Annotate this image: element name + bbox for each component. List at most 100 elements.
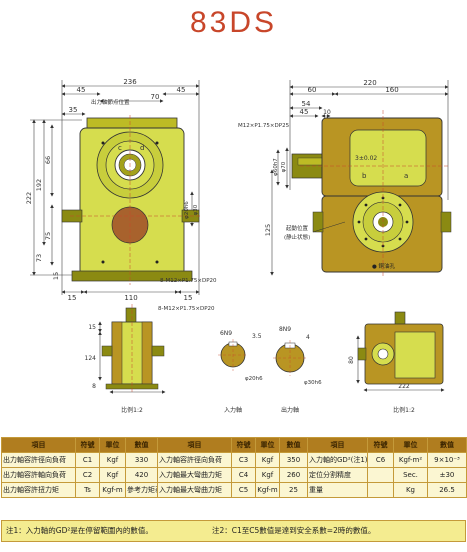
spec-cell: 入力軸最大彎曲力矩 xyxy=(157,467,232,483)
spec-cell: 入力軸容許徑向負荷 xyxy=(157,452,232,468)
small-front-caption: 比例1:2 xyxy=(121,406,143,414)
front-dim-75: 75 xyxy=(44,232,52,240)
spec-cell xyxy=(367,467,394,483)
front-dim-45-right: 45 xyxy=(177,86,186,94)
spec-header: 項目 xyxy=(307,437,368,453)
front-dim-35: 35 xyxy=(69,106,78,114)
spec-header: 數值 xyxy=(125,437,158,453)
model-title: 83DS xyxy=(189,6,278,39)
front-dim-192: 192 xyxy=(35,179,43,191)
side-dim-45: 45 xyxy=(300,108,309,116)
side-letter-a: a xyxy=(404,172,408,180)
front-dim-66: 66 xyxy=(44,156,52,164)
spec-cell: 重量 xyxy=(307,482,368,498)
side-letter-b: b xyxy=(362,172,367,180)
spec-cell: Sec. xyxy=(393,467,428,483)
spec-header: 單位 xyxy=(255,437,280,453)
input-key-depth: 3.5 xyxy=(252,333,262,340)
spec-row: 出力軸容許扭力矩 Ts Kgf-m 參考力矩表 入力軸最大彎曲力矩 C5 Kgf… xyxy=(1,482,467,498)
spec-header: 項目 xyxy=(157,437,232,453)
side-dim-10: 10 xyxy=(323,109,331,116)
spec-cell: 260 xyxy=(279,467,308,483)
side-dim-60: 60 xyxy=(308,86,317,94)
side-dim-phi60h7: φ60h7 xyxy=(273,158,279,176)
front-dim-phi20: φ20h6 xyxy=(184,201,190,219)
spec-header: 符號 xyxy=(75,437,100,453)
side-dim-54: 54 xyxy=(302,100,311,108)
spec-cell: C2 xyxy=(75,467,100,483)
spec-cell: 9×10⁻³ xyxy=(427,452,467,468)
spec-cell: Kgf xyxy=(99,452,126,468)
input-key-6n9: 6N9 xyxy=(220,330,232,337)
spec-cell: 參考力矩表 xyxy=(125,482,158,498)
spec-header: 符號 xyxy=(367,437,394,453)
spec-header: 項目 xyxy=(1,437,76,453)
spec-cell: C1 xyxy=(75,452,100,468)
side-dim-220: 220 xyxy=(363,79,376,87)
output-shaft-label: 出力軸 xyxy=(281,406,299,414)
front-base xyxy=(71,270,193,282)
output-key-depth: 4 xyxy=(306,334,310,341)
side-drive-label-2: (静止状態) xyxy=(284,233,310,241)
spec-cell: 出力軸容許軸向負荷 xyxy=(1,467,76,483)
small-side-caption: 比例1:2 xyxy=(393,406,415,414)
input-shaft-dia: φ20h6 xyxy=(245,376,263,382)
front-dim-45-left: 45 xyxy=(77,86,86,94)
side-drive-label-1: 起動位置 xyxy=(286,224,309,232)
note-2: 注2：C1至C5數值是達到安全系數=2時的數值。 xyxy=(212,526,376,535)
front-dim-70: 70 xyxy=(151,93,160,101)
spec-cell: Kgf-m xyxy=(99,482,126,498)
front-view xyxy=(30,80,200,295)
side-dim-125: 125 xyxy=(264,224,272,236)
side-oil-label: ● 銅油孔 xyxy=(372,262,396,270)
spec-cell: 330 xyxy=(125,452,158,468)
small-front-dim-124: 124 xyxy=(85,355,97,362)
small-side-dim-222: 222 xyxy=(398,383,410,390)
input-shaft-label: 入力軸 xyxy=(224,406,242,414)
spec-header-row: 項目 符號 單位 數值 項目 符號 單位 數值 項目 符號 單位 數值 xyxy=(1,437,467,453)
spec-cell: 26.5 xyxy=(427,482,467,498)
spec-cell: Kg xyxy=(393,482,428,498)
spec-header: 數值 xyxy=(279,437,308,453)
front-indicator-d: d xyxy=(140,144,144,152)
front-dim-222: 222 xyxy=(25,192,33,204)
spec-cell: C5 xyxy=(231,482,256,498)
spec-cell: C4 xyxy=(231,467,256,483)
spec-cell: C3 xyxy=(231,452,256,468)
small-side-dim-80: 80 xyxy=(348,356,355,364)
spec-cell: 出力軸容許徑向負荷 xyxy=(1,452,76,468)
front-pin-label: 出力軸節点位置 xyxy=(91,98,130,106)
spec-cell: Ts xyxy=(75,482,100,498)
spec-cell: Kgf xyxy=(99,467,126,483)
spec-cell: Kgf xyxy=(255,452,280,468)
spec-header: 數值 xyxy=(427,437,467,453)
side-dim-160: 160 xyxy=(385,86,398,94)
side-window xyxy=(349,129,427,187)
small-side-view xyxy=(356,311,445,392)
front-dim-110: 110 xyxy=(124,294,137,302)
side-runout: 3±0.02 xyxy=(355,155,377,162)
spec-cell: Kgf xyxy=(255,467,280,483)
output-shaft-detail xyxy=(273,340,307,376)
spec-header: 單位 xyxy=(393,437,428,453)
output-shaft-dia: φ30h6 xyxy=(304,380,322,386)
spec-cell: 420 xyxy=(125,467,158,483)
spec-cell: Kgf-m² xyxy=(393,452,428,468)
front-dim-73: 73 xyxy=(35,254,43,262)
spec-cell: ±30 xyxy=(427,467,467,483)
spec-cell: 出力軸容許扭力矩 xyxy=(1,482,76,498)
spec-table: 項目 符號 單位 數值 項目 符號 單位 數值 項目 符號 單位 數值 出力軸容… xyxy=(1,437,467,498)
spec-cell: 25 xyxy=(279,482,308,498)
spec-cell: 入力軸的GD²(注1) xyxy=(307,452,368,468)
front-dim-15-base-left: 15 xyxy=(68,294,77,302)
side-view xyxy=(270,80,452,278)
output-key-8n9: 8N9 xyxy=(279,326,291,333)
front-indicator-c: c xyxy=(118,144,122,152)
small-front-dim-8: 8 xyxy=(92,383,96,390)
spec-header: 單位 xyxy=(99,437,126,453)
input-shaft-detail xyxy=(218,339,248,371)
front-dim-15-base-right: 15 xyxy=(184,294,193,302)
front-dim-phi30: φ30 xyxy=(193,204,199,215)
front-dim-236: 236 xyxy=(123,78,137,86)
spec-cell: Kgf-m xyxy=(255,482,280,498)
